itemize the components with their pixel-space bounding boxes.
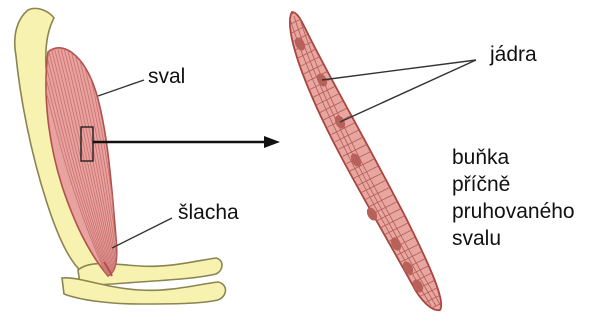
caption-line-4: svalu — [452, 225, 575, 252]
tendon-leader-line — [112, 218, 172, 248]
cell-caption: buňka příčně pruhovaného svalu — [452, 144, 575, 252]
caption-line-1: buňka — [452, 144, 575, 171]
tendon-label: šlacha — [178, 202, 239, 223]
muscle-leader-line — [98, 80, 144, 96]
muscle-label: sval — [148, 66, 185, 87]
magnify-arrow — [93, 136, 280, 148]
caption-line-2: příčně — [452, 171, 575, 198]
nuclei-label: jádra — [490, 44, 537, 65]
muscle-cell — [270, 3, 458, 317]
caption-line-3: pruhovaného — [452, 198, 575, 225]
